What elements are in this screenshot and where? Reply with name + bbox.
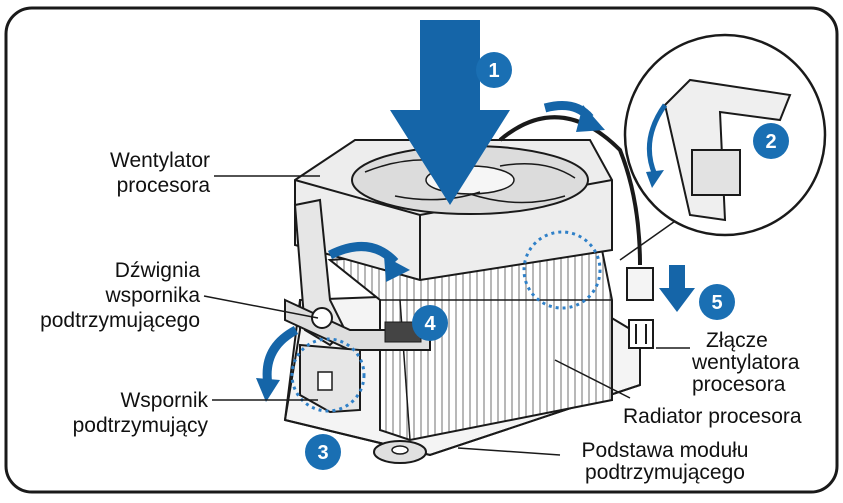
step-badge-2: 2 xyxy=(753,123,789,159)
label-lever-line1: Dźwignia xyxy=(114,259,200,282)
label-heatsink: Radiator procesora xyxy=(623,404,833,429)
step-number-2: 2 xyxy=(765,131,776,153)
fan-connector xyxy=(626,267,654,349)
step-number-1: 1 xyxy=(488,60,499,82)
label-lever-line3: podtrzymującego xyxy=(40,309,200,332)
label-fan-connector: Złącze wentylatora procesora xyxy=(692,330,837,396)
dotted-circle-bracket xyxy=(290,337,366,413)
step-badge-4: 4 xyxy=(412,305,448,341)
dotted-circle-clip xyxy=(522,230,602,310)
label-cpu-fan-line1: Wentylator xyxy=(110,149,210,172)
label-cpu-fan: Wentylator procesora xyxy=(60,148,210,198)
label-fan-connector-line3: procesora xyxy=(692,373,786,396)
label-module-base: Podstawa modułu podtrzymującego xyxy=(560,440,770,484)
rotate-arrow-bracket xyxy=(262,326,299,386)
fan-cable xyxy=(498,115,642,266)
clip-detail-zoom xyxy=(619,33,827,261)
label-heatsink-text: Radiator procesora xyxy=(623,405,802,428)
label-module-base-line2: podtrzymującego xyxy=(585,461,745,484)
step-badge-5: 5 xyxy=(699,284,735,320)
label-fan-connector-line1: Złącze xyxy=(706,329,768,352)
label-bracket: Wspornik podtrzymujący xyxy=(40,388,208,438)
step-number-5: 5 xyxy=(711,292,722,314)
retention-bracket xyxy=(299,343,361,414)
label-module-base-line1: Podstawa modułu xyxy=(581,439,749,462)
step-number-4: 4 xyxy=(424,313,436,335)
connector-down-arrow xyxy=(659,265,695,312)
label-lever: Dźwignia wspornika podtrzymującego xyxy=(20,258,200,333)
label-cpu-fan-line2: procesora xyxy=(116,174,210,197)
step-number-3: 3 xyxy=(317,442,328,464)
step-badge-1: 1 xyxy=(476,52,512,88)
retention-lever xyxy=(284,198,431,351)
frame-border xyxy=(4,6,839,494)
rotate-arrow-lever xyxy=(327,242,399,266)
leader-lever xyxy=(203,295,319,319)
step-badge-3: 3 xyxy=(305,434,341,470)
label-bracket-line2: podtrzymujący xyxy=(72,414,208,437)
label-fan-connector-line2: wentylatora xyxy=(692,351,800,374)
label-bracket-line1: Wspornik xyxy=(120,389,208,412)
leader-heatsink xyxy=(554,359,631,399)
leader-base xyxy=(457,447,561,456)
label-lever-line2: wspornika xyxy=(105,284,200,307)
